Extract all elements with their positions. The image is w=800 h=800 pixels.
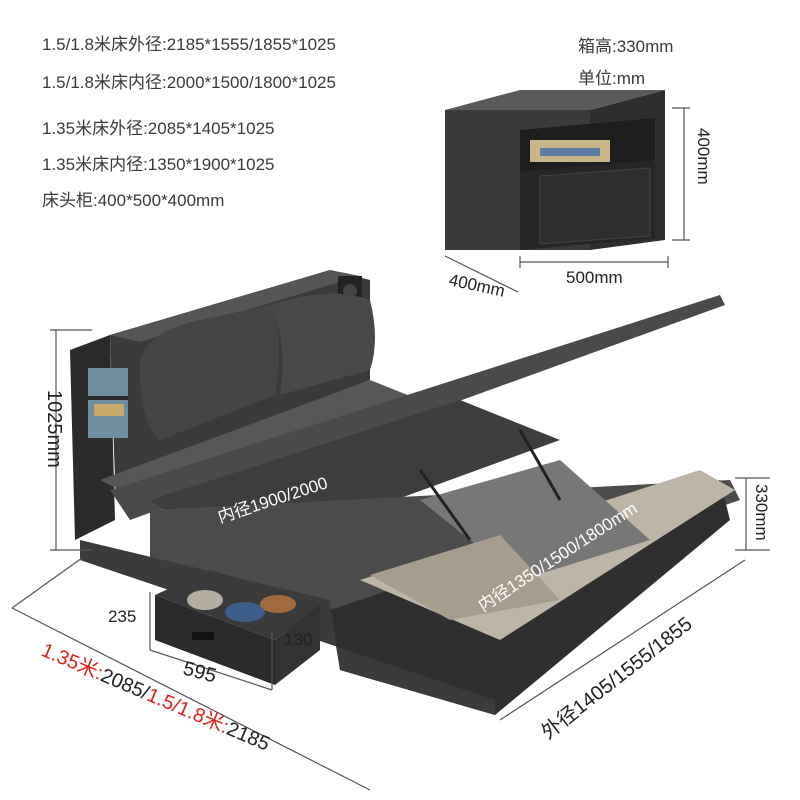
nightstand-depth-label: 400mm	[447, 270, 506, 300]
unit-note: 单位:mm	[578, 69, 646, 88]
spec-line-3: 1.35米床外径:2085*1405*1025	[42, 119, 275, 138]
nightstand-width-label: 500mm	[566, 268, 623, 287]
spec-line-4: 1.35米床内径:1350*1900*1025	[42, 155, 275, 174]
drawer-length-label: 595	[181, 658, 219, 688]
box-height-label: 330mm	[752, 484, 771, 541]
bed-height-label: 1025mm	[43, 390, 65, 468]
bed-illustration	[70, 270, 740, 715]
drawer-depth-label: 130	[284, 630, 312, 649]
spec-line-1: 1.5/1.8米床外径:2185*1555/1855*1025	[42, 35, 336, 54]
drawer-height-label: 235	[108, 607, 136, 626]
nightstand-height-label: 400mm	[694, 128, 713, 185]
spec-line-5: 床头柜:400*500*400mm	[42, 191, 225, 210]
box-height-note: 箱高:330mm	[578, 37, 674, 56]
nightstand-illustration	[445, 90, 665, 250]
spec-line-2: 1.5/1.8米床内径:2000*1500/1800*1025	[42, 73, 336, 92]
